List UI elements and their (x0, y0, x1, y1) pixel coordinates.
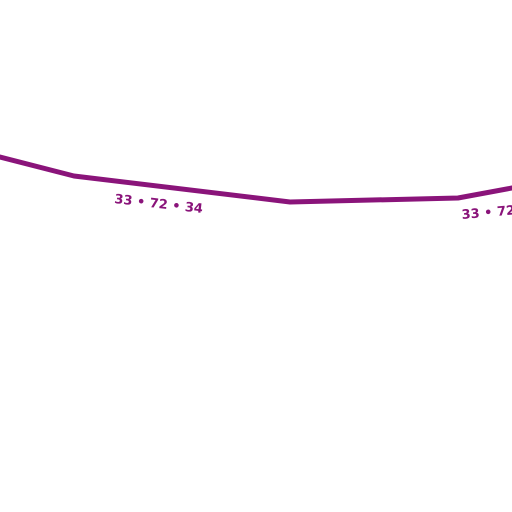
route-label: 33 • 72 • 34 (114, 192, 204, 217)
route-line[interactable] (0, 154, 512, 205)
route-label: 33 • 72 (461, 203, 512, 223)
